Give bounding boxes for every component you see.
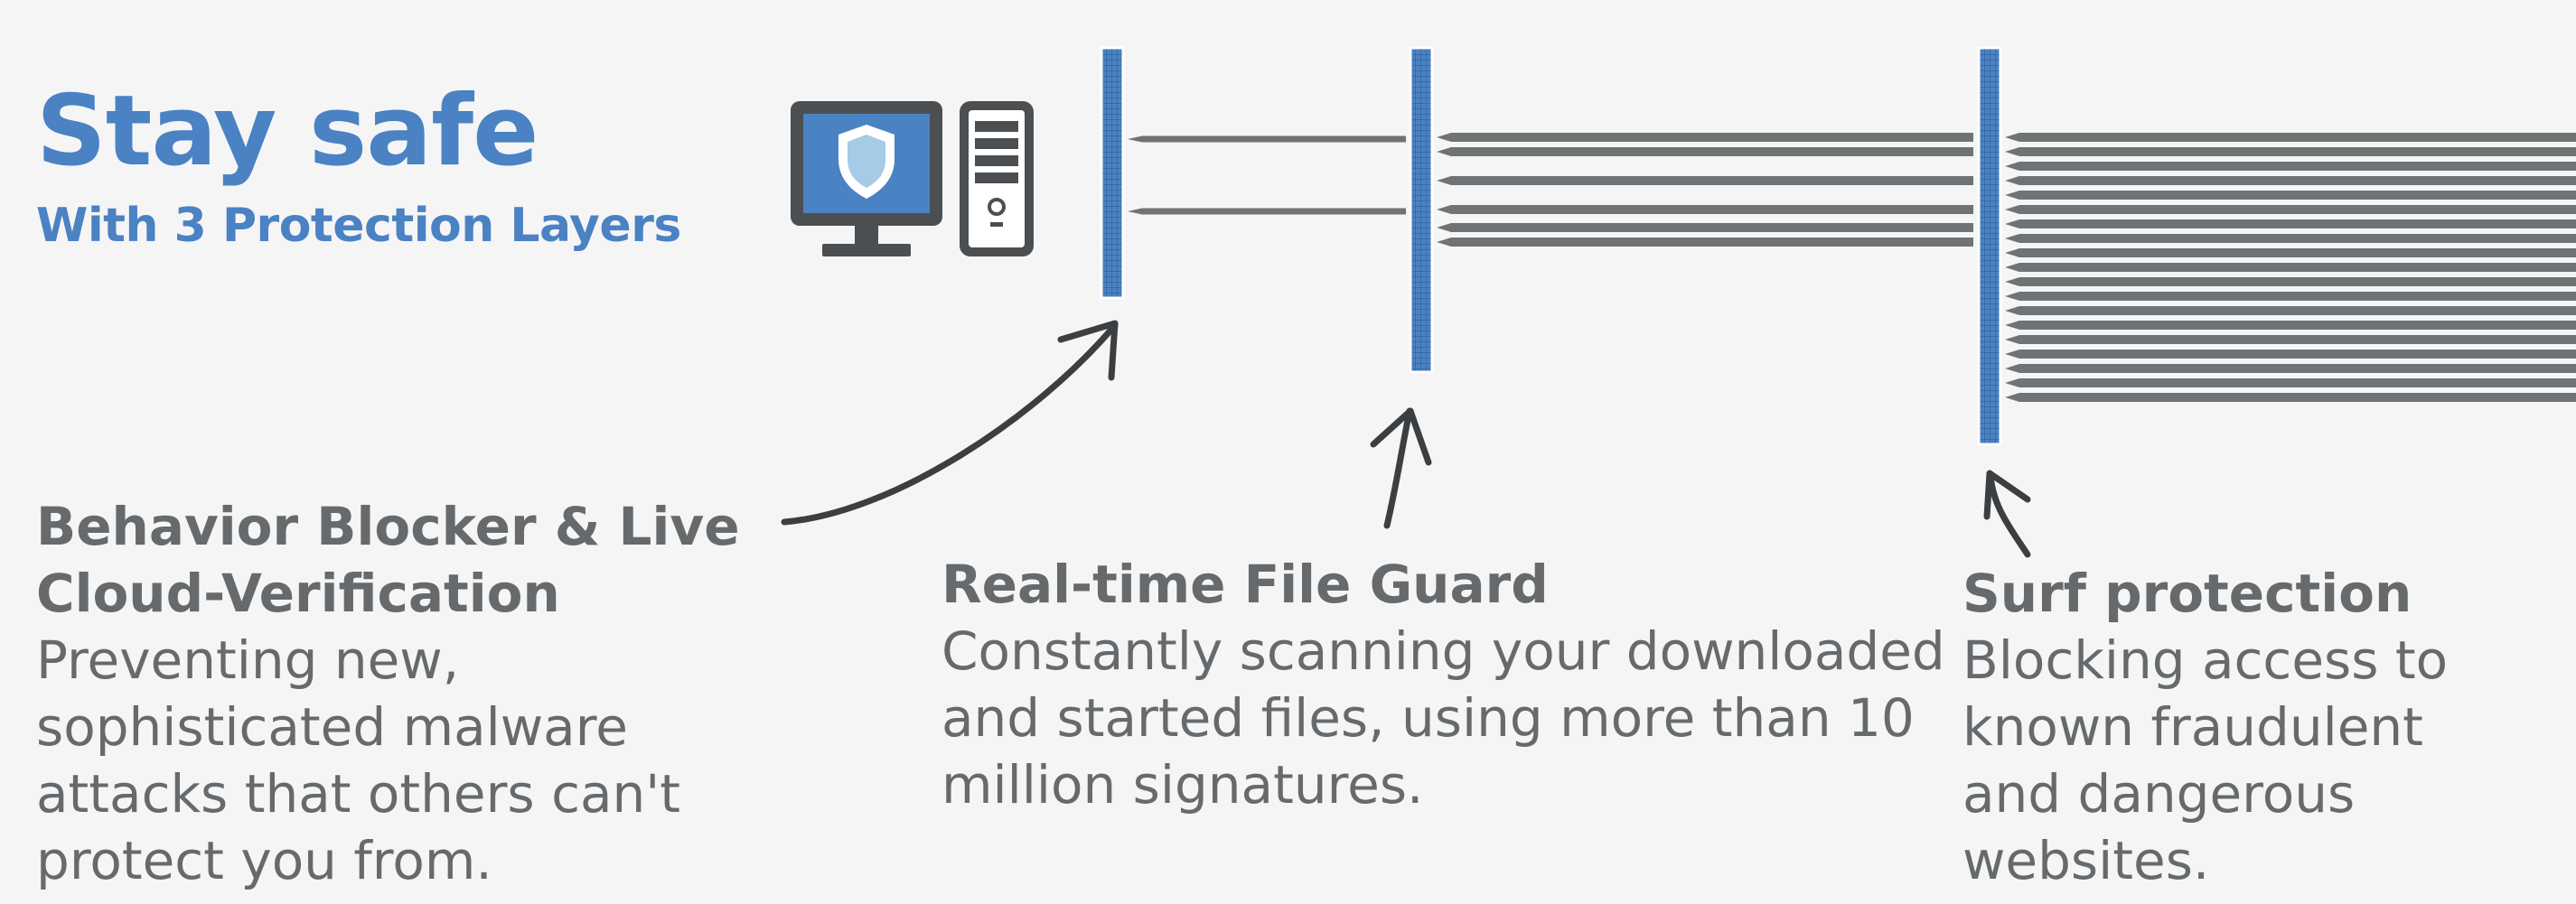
threat-arrow — [2005, 393, 2576, 402]
threat-arrow — [2005, 133, 2576, 142]
threat-arrow — [2005, 277, 2576, 286]
threat-arrow — [2005, 176, 2576, 185]
threat-arrow — [1128, 208, 1406, 215]
threat-arrow — [2005, 378, 2576, 387]
threat-arrow — [2005, 364, 2576, 373]
layer-surf-protection: Surf protection Blocking access to known… — [1962, 560, 2523, 894]
threat-arrow — [2005, 191, 2576, 200]
layer-wall-1 — [1100, 46, 1125, 300]
layer-description: Preventing new, sophisticated malware at… — [36, 629, 680, 891]
pointer-arrow-2 — [1370, 407, 1432, 529]
threat-arrow — [2005, 205, 2576, 214]
layer-description: Blocking access to known fraudulent and … — [1962, 629, 2449, 891]
threat-arrow — [2005, 248, 2576, 257]
pc-tower-icon — [960, 101, 1034, 256]
threat-arrow — [2005, 162, 2576, 171]
threat-arrow — [2005, 349, 2576, 359]
threat-arrow — [2005, 292, 2576, 301]
threat-arrow — [2005, 321, 2576, 330]
layer-title: Real-time File Guard — [941, 554, 1549, 615]
threat-arrow — [2005, 306, 2576, 315]
layer-wall-3 — [1977, 46, 2002, 446]
layer-wall-2 — [1409, 46, 1434, 374]
threat-arrow — [1437, 133, 1973, 142]
page-title: Stay safe — [36, 75, 539, 188]
computer-shield-icon — [791, 101, 942, 256]
layer-title: Surf protection — [1962, 563, 2412, 624]
heading: Stay safe With 3 Protection Layers — [36, 75, 681, 254]
pointer-arrow-1 — [781, 320, 1119, 526]
layer-behavior-blocker: Behavior Blocker & Live Cloud-Verificati… — [36, 493, 813, 894]
pointer-arrow-3 — [1983, 470, 2031, 558]
threat-arrows-layer-1 — [1128, 135, 1406, 215]
threat-arrow — [2005, 234, 2576, 243]
threat-arrow — [2005, 335, 2576, 344]
threat-arrow — [2005, 263, 2576, 272]
layer-description: Constantly scanning your downloaded and … — [941, 620, 1945, 815]
threat-arrows-layer-3 — [2005, 133, 2576, 402]
threat-arrow — [1437, 223, 1973, 232]
threat-arrows-layer-2 — [1437, 133, 1973, 247]
layer-file-guard: Real-time File Guard Constantly scanning… — [941, 551, 1953, 818]
page-subtitle: With 3 Protection Layers — [36, 199, 681, 253]
threat-arrow — [1437, 238, 1973, 247]
threat-arrow — [1437, 176, 1973, 185]
threat-arrow — [2005, 219, 2576, 228]
threat-arrow — [1437, 205, 1973, 214]
threat-arrow — [1128, 135, 1406, 143]
threat-arrow — [1437, 147, 1973, 156]
layer-title: Behavior Blocker & Live Cloud-Verificati… — [36, 496, 740, 624]
threat-arrow — [2005, 147, 2576, 156]
